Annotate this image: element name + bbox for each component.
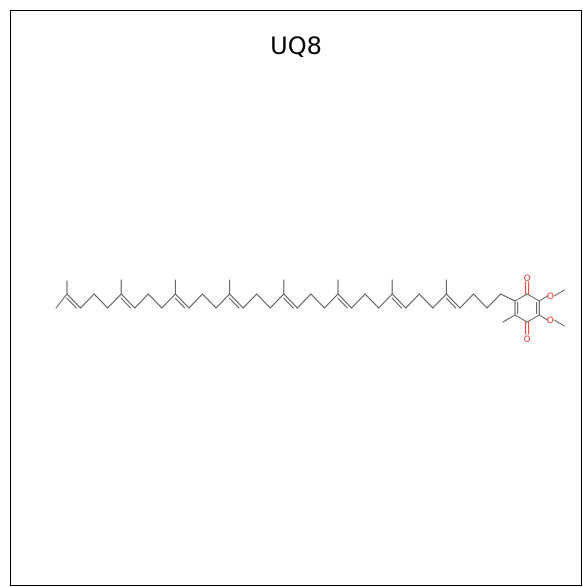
chain-bond bbox=[283, 293, 298, 309]
chain-bond bbox=[364, 293, 380, 309]
chain-bond bbox=[323, 293, 339, 309]
double-bond bbox=[283, 297, 294, 309]
chain-bond bbox=[107, 293, 122, 309]
molecule-structure: O O O O bbox=[55, 274, 565, 345]
chain-bond bbox=[242, 293, 258, 309]
methyl-bond bbox=[502, 314, 516, 323]
oxygen-label: O bbox=[547, 292, 554, 302]
double-bond bbox=[120, 297, 132, 309]
figure-frame: UQ8 O O O O bbox=[10, 10, 582, 586]
chain-bond bbox=[296, 293, 312, 309]
chain-bond bbox=[229, 293, 244, 309]
chain-bond bbox=[473, 293, 488, 309]
ring-bond bbox=[514, 293, 528, 302]
atom-labels: O O O O bbox=[524, 274, 554, 345]
chain-bond bbox=[202, 293, 217, 309]
chain-bond bbox=[256, 293, 271, 309]
bond-lines bbox=[55, 279, 565, 335]
chain-bond bbox=[405, 293, 420, 309]
double-bond bbox=[445, 297, 457, 309]
methyl-bond bbox=[553, 289, 565, 297]
chain-bond bbox=[418, 293, 434, 309]
ring-bond bbox=[526, 293, 540, 302]
chain-bond bbox=[310, 293, 325, 309]
oxygen-label: O bbox=[524, 274, 531, 284]
methoxy-bond bbox=[538, 314, 548, 321]
chain-bond bbox=[486, 293, 502, 309]
methyl-bond bbox=[553, 319, 565, 327]
chain-bond bbox=[391, 293, 407, 309]
chain-bond bbox=[459, 293, 474, 309]
double-bond-lines bbox=[66, 297, 538, 314]
double-bond bbox=[174, 297, 186, 309]
chain-bond bbox=[269, 293, 285, 309]
chain-bond bbox=[147, 293, 163, 309]
methoxy-bond bbox=[538, 295, 548, 302]
chain-bond bbox=[174, 293, 190, 309]
methyl-bond bbox=[55, 293, 68, 309]
chain-bond bbox=[120, 293, 136, 309]
chain-bond bbox=[188, 293, 203, 309]
chain-bond bbox=[134, 293, 149, 309]
double-bond bbox=[337, 297, 348, 309]
chain-bond bbox=[161, 293, 176, 309]
double-bond bbox=[66, 297, 77, 309]
chain-bond bbox=[93, 293, 109, 309]
chain-bond bbox=[66, 293, 82, 309]
chain-bond bbox=[80, 293, 95, 309]
oxygen-label: O bbox=[524, 335, 531, 345]
ring-bond bbox=[514, 314, 528, 323]
chain-bond bbox=[378, 293, 393, 309]
chain-bond bbox=[445, 293, 461, 309]
ring-link-bond bbox=[500, 293, 516, 302]
double-bond bbox=[228, 297, 240, 309]
double-bond bbox=[391, 297, 403, 309]
chain-bond bbox=[351, 293, 366, 309]
chain-bond bbox=[432, 293, 447, 309]
figure-title: UQ8 bbox=[270, 32, 322, 60]
oxygen-label: O bbox=[547, 316, 554, 326]
chain-bond bbox=[215, 293, 231, 309]
ring-bond bbox=[526, 314, 540, 323]
chain-bond bbox=[337, 293, 353, 309]
